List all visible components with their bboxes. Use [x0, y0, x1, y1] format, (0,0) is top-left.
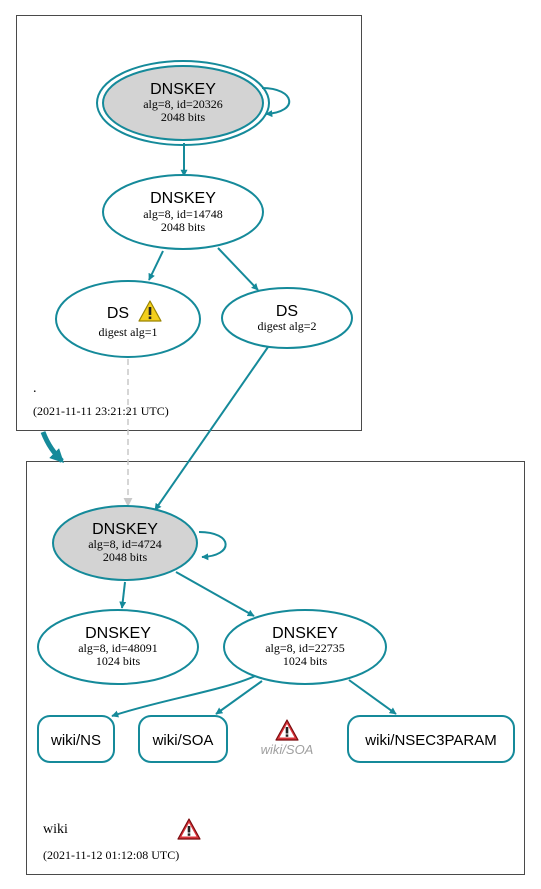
node-root-ksk[interactable]: DNSKEY alg=8, id=20326 2048 bits — [96, 60, 270, 146]
node-ds-digest2[interactable]: DS digest alg=2 — [221, 287, 353, 349]
root-zone-box — [16, 15, 362, 431]
rrset-wiki-ns[interactable]: wiki/NS — [37, 715, 115, 763]
node-detail: 1024 bits — [96, 654, 141, 668]
zone-error-icon — [177, 818, 201, 840]
node-title: DS — [276, 303, 298, 320]
node-detail: 2048 bits — [161, 110, 206, 124]
node-title: DNSKEY — [85, 625, 151, 642]
node-detail: alg=8, id=20326 — [143, 97, 223, 111]
root-zone-name: . — [33, 381, 37, 396]
edge-zsk-to-ds1 — [148, 250, 164, 281]
node-detail: 1024 bits — [283, 654, 328, 668]
node-wiki-ksk[interactable]: DNSKEY alg=8, id=4724 2048 bits — [52, 505, 198, 581]
node-detail: digest alg=2 — [257, 319, 316, 333]
edge-wiki-ksk-to-48091 — [119, 581, 127, 609]
wiki-zone-name: wiki — [43, 822, 68, 837]
edge-wiki-ksk-to-22735 — [175, 571, 255, 617]
node-title: DNSKEY — [150, 81, 216, 98]
rrset-label-faded: wiki/SOA — [261, 742, 314, 757]
node-title: DNSKEY — [272, 625, 338, 642]
error-icon — [275, 719, 299, 741]
rrset-label: wiki/NSEC3PARAM — [364, 732, 496, 749]
node-detail: alg=8, id=22735 — [265, 641, 345, 655]
rrset-wiki-soa-error[interactable]: wiki/SOA — [261, 719, 314, 757]
edge-ds2-to-wiki-ksk — [154, 346, 269, 511]
edge-zsk-to-ds2 — [217, 247, 259, 291]
warning-icon — [138, 300, 162, 322]
edge-root-ksk-self — [261, 87, 291, 118]
rrset-label: wiki/SOA — [152, 732, 214, 749]
rrset-label: wiki/NS — [50, 732, 101, 749]
node-root-zsk[interactable]: DNSKEY alg=8, id=14748 2048 bits — [102, 174, 264, 250]
wiki-zone-box — [26, 461, 525, 875]
node-detail: alg=8, id=4724 — [88, 537, 162, 551]
edge-zsk-to-ns — [111, 675, 256, 718]
edge-wiki-ksk-self — [198, 531, 227, 561]
node-detail: 2048 bits — [161, 220, 206, 234]
wiki-zone-timestamp: (2021-11-12 01:12:08 UTC) — [43, 848, 179, 862]
node-title: DNSKEY — [150, 190, 216, 207]
rrset-wiki-nsec3param[interactable]: wiki/NSEC3PARAM — [347, 715, 515, 763]
node-wiki-zsk-22735[interactable]: DNSKEY alg=8, id=22735 1024 bits — [223, 609, 387, 685]
node-title: DNSKEY — [92, 521, 158, 538]
node-ds-digest1[interactable]: DS digest alg=1 — [55, 280, 201, 358]
edge-delegation — [40, 431, 64, 463]
root-zone-timestamp: (2021-11-11 23:21:21 UTC) — [33, 404, 169, 418]
node-wiki-key-48091[interactable]: DNSKEY alg=8, id=48091 1024 bits — [37, 609, 199, 685]
edge-zsk-to-soa — [215, 680, 263, 715]
node-title: DS — [107, 305, 129, 322]
edge-zsk-to-nsec3param — [348, 679, 397, 715]
rrset-wiki-soa[interactable]: wiki/SOA — [138, 715, 228, 763]
node-detail: alg=8, id=14748 — [143, 207, 223, 221]
node-detail: digest alg=1 — [98, 325, 157, 339]
node-detail: 2048 bits — [103, 550, 148, 564]
node-detail: alg=8, id=48091 — [78, 641, 158, 655]
